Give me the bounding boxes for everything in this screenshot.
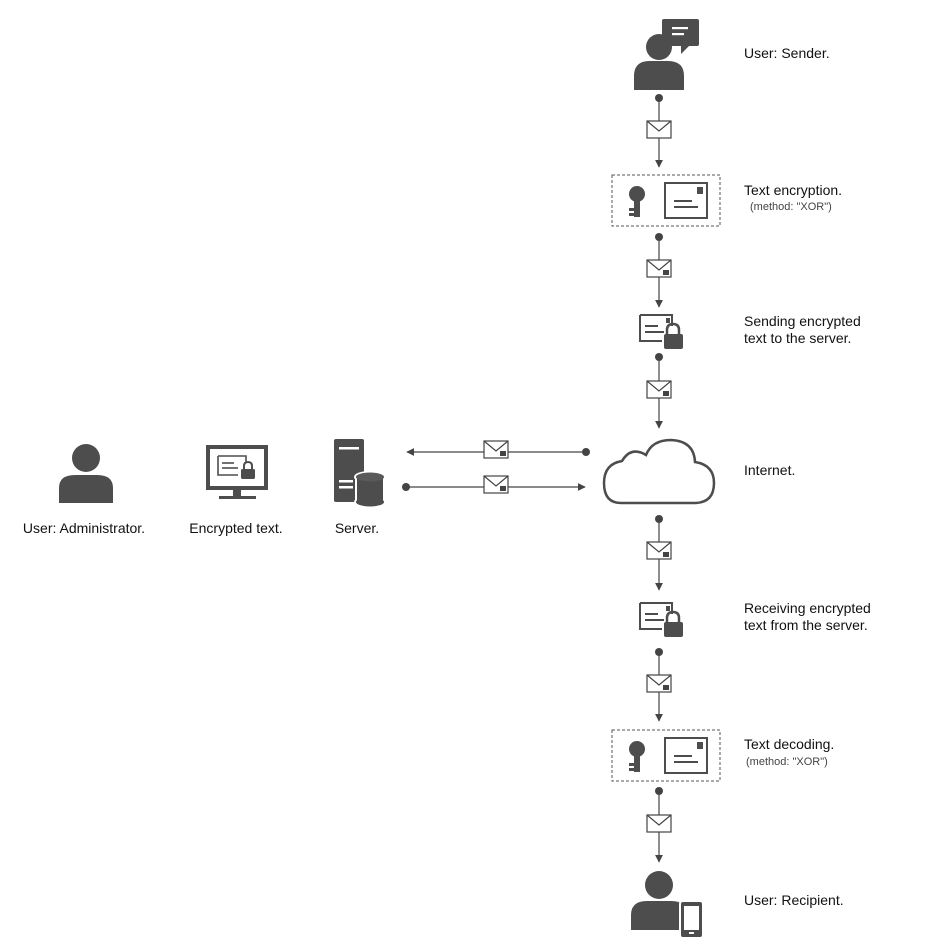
locked-mail-icon bbox=[646, 380, 672, 399]
letter-icon bbox=[664, 182, 708, 219]
recipient-label: User: Recipient. bbox=[744, 892, 844, 908]
internet-label: Internet. bbox=[744, 462, 796, 478]
envelope-icon bbox=[646, 814, 672, 833]
key-icon bbox=[629, 186, 645, 217]
monitor-icon bbox=[206, 445, 268, 499]
locked-mail-icon bbox=[646, 674, 672, 693]
encryption-method: (method: "XOR") bbox=[750, 201, 832, 213]
connector-internet-server bbox=[406, 440, 590, 459]
letter-icon bbox=[664, 737, 708, 774]
connector-server-internet bbox=[402, 475, 586, 494]
server-icon bbox=[334, 439, 386, 508]
user-phone-icon bbox=[631, 871, 704, 939]
locked-mail-icon bbox=[646, 541, 672, 560]
receiving-label-line2: text from the server. bbox=[744, 617, 868, 633]
locked-envelope-icon bbox=[639, 314, 683, 349]
receiving-label-line1: Receiving encrypted bbox=[744, 600, 871, 616]
envelope-icon bbox=[646, 120, 672, 139]
connector-decoding-recipient bbox=[646, 787, 672, 863]
locked-envelope-icon bbox=[639, 602, 683, 637]
decoding-label: Text decoding. bbox=[744, 736, 835, 752]
connector-internet-receiving bbox=[646, 515, 672, 591]
sending-label-line1: Sending encrypted bbox=[744, 313, 861, 329]
locked-mail-icon bbox=[483, 475, 509, 494]
cloud-icon bbox=[602, 438, 716, 505]
connector-sending-internet bbox=[646, 353, 672, 429]
decoding-method: (method: "XOR") bbox=[746, 756, 828, 768]
encrypted-text-label: Encrypted text. bbox=[189, 520, 283, 536]
administrator-label: User: Administrator. bbox=[22, 520, 146, 536]
connector-encryption-sending bbox=[646, 233, 672, 308]
key-icon bbox=[629, 741, 645, 772]
encryption-label: Text encryption. bbox=[744, 182, 843, 198]
server-label: Server. bbox=[334, 520, 380, 536]
user-icon bbox=[59, 444, 113, 503]
key-envelope-icon bbox=[611, 174, 721, 227]
connector-receiving-decoding bbox=[646, 648, 672, 722]
locked-mail-icon bbox=[483, 440, 509, 459]
user-chat-icon bbox=[634, 19, 699, 90]
connector-sender-encryption bbox=[646, 94, 672, 168]
sending-label-line2: text to the server. bbox=[744, 330, 852, 346]
locked-mail-icon bbox=[646, 259, 672, 278]
sender-label: User: Sender. bbox=[744, 45, 830, 61]
key-envelope-icon bbox=[611, 729, 721, 782]
